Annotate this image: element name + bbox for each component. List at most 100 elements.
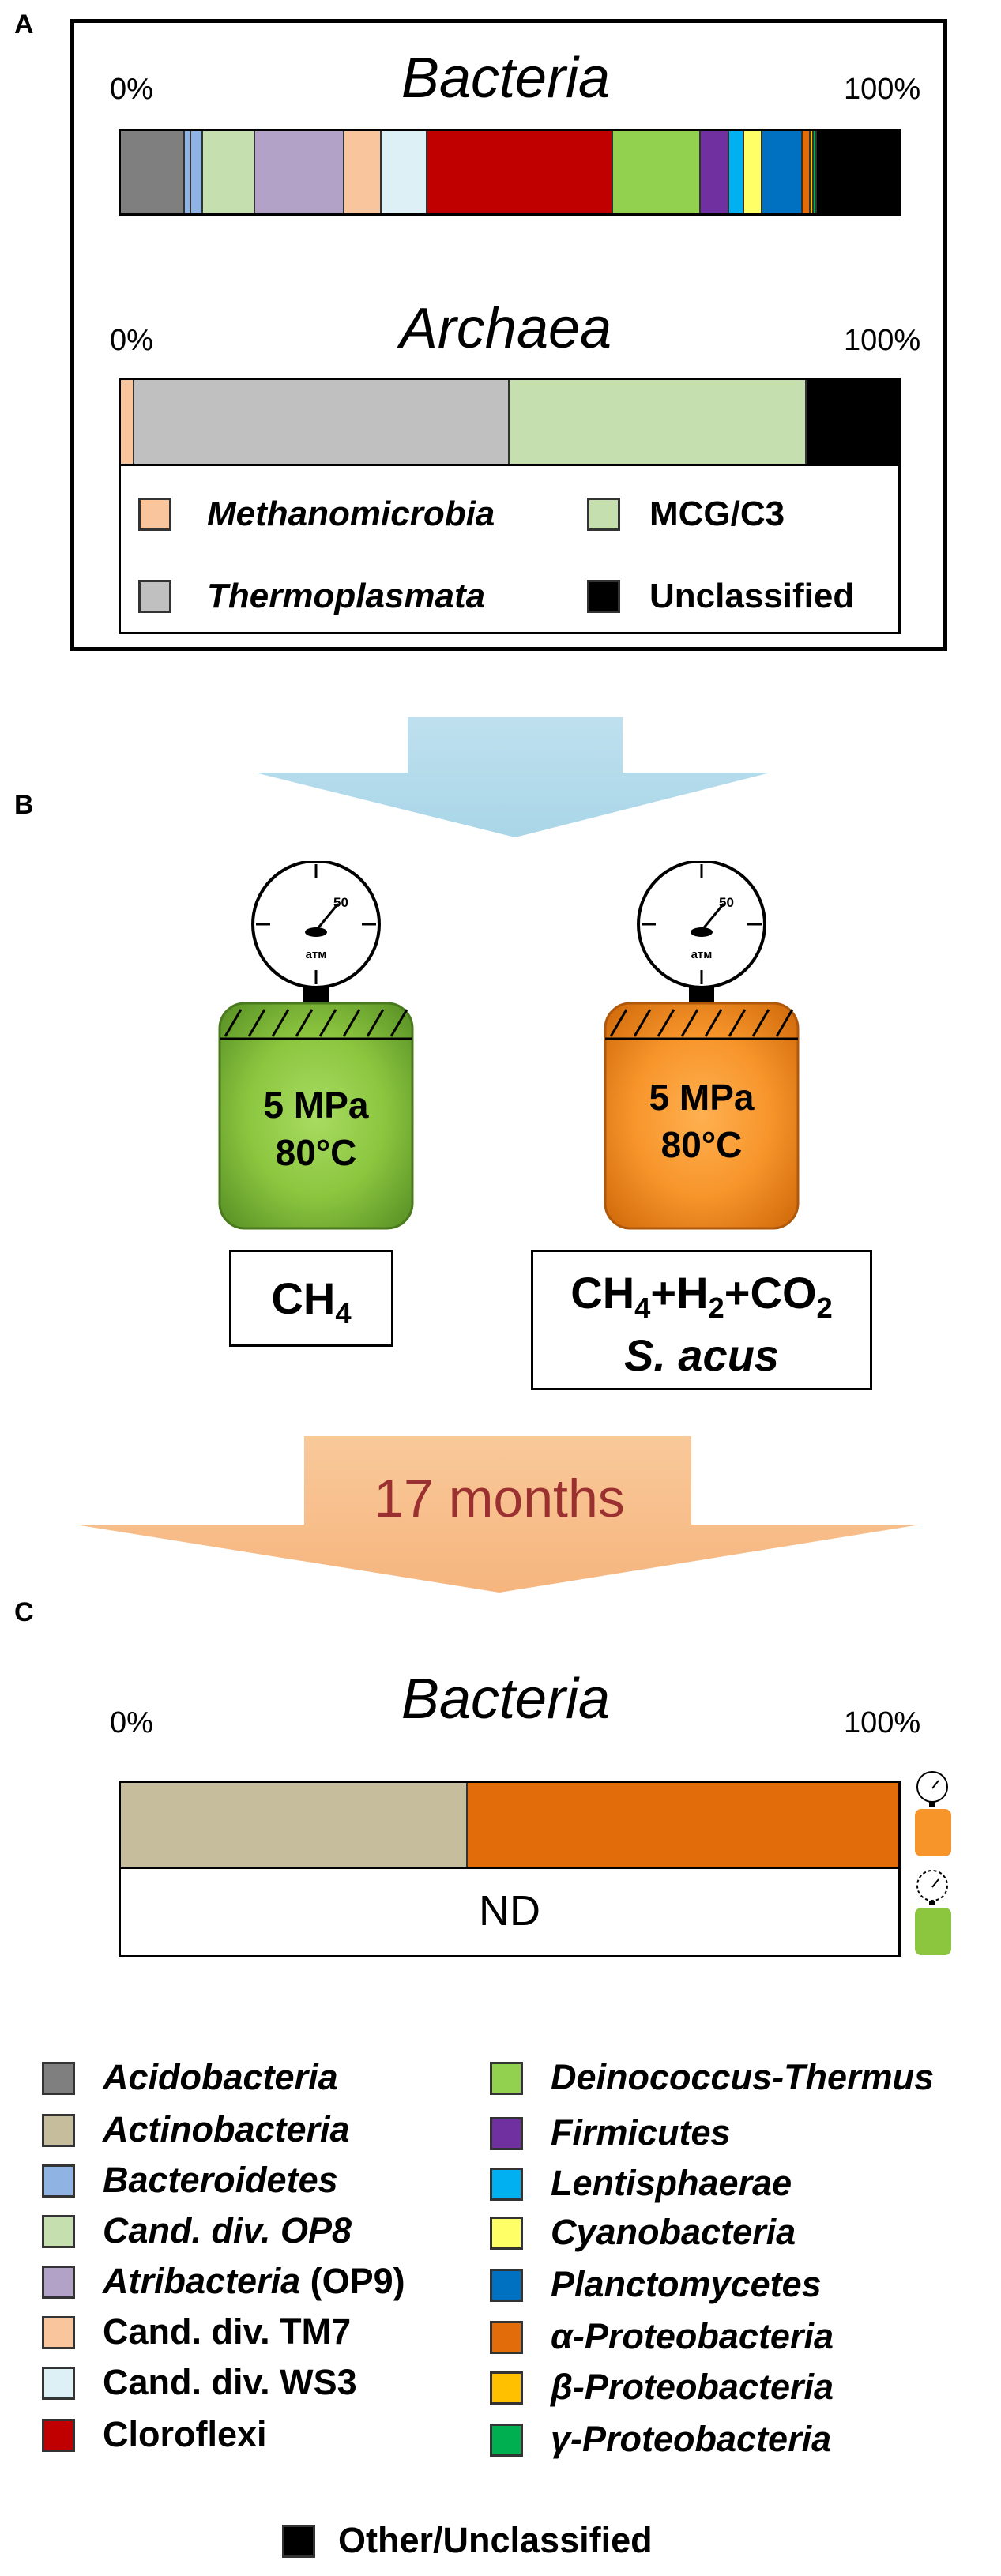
legend-label-thermoplasmata: Thermoplasmata	[207, 577, 486, 615]
svg-text:5 MPa: 5 MPa	[264, 1085, 369, 1126]
svg-text:17 months: 17 months	[374, 1469, 625, 1529]
legend-swatch-firmicutes	[490, 2117, 523, 2150]
legend-swatch-mcg	[587, 498, 620, 531]
bar-segment-firmicutes	[700, 131, 729, 213]
panel-c-stacked-bar	[119, 1781, 901, 1869]
legend-swatch-actinobacteria	[42, 2114, 75, 2147]
legend-label-gamma-proteobacteria: γ-Proteobacteria	[551, 2419, 832, 2459]
svg-text:атм: атм	[306, 948, 327, 961]
bar-segment-mcg-c3	[509, 380, 807, 464]
legend-label-unclassified: Unclassified	[649, 577, 855, 615]
bar-segment-cand-div-op8	[203, 131, 256, 213]
condition-label-ch4: CH4	[229, 1250, 393, 1347]
bar-segment-methanomicrobia	[121, 380, 134, 464]
bacteria-stacked-bar	[119, 129, 901, 216]
legend-swatch-acidobacteria	[42, 2062, 75, 2095]
legend-swatch-other	[282, 2525, 315, 2558]
bar-segment-cand-div-ws3	[382, 131, 428, 213]
panel-c-pct-max: 100%	[844, 1706, 921, 1739]
pressure-gauge-icon: 50 атм	[637, 861, 766, 1003]
archaea-pct-max: 100%	[844, 324, 921, 357]
legend-swatch-thermoplasmata	[138, 580, 171, 613]
legend-swatch-cand-div-tm7	[42, 2316, 75, 2349]
svg-text:атм: атм	[691, 948, 713, 961]
legend-label-beta-proteobacteria: β-Proteobacteria	[551, 2367, 834, 2407]
mini-reactor-orange-icon	[915, 1771, 951, 1856]
svg-text:50: 50	[719, 895, 734, 910]
svg-text:80°C: 80°C	[276, 1132, 357, 1173]
gas-label: CH4	[271, 1273, 352, 1330]
legend-label-alpha-proteobacteria: α-Proteobacteria	[551, 2316, 834, 2356]
bar-segment-lentisphaerae	[728, 131, 744, 213]
legend-label-bacteroidetes: Bacteroidetes	[103, 2160, 338, 2200]
reactor-orange: 5 MPa 80°C	[604, 1002, 800, 1230]
panel-label-c: C	[14, 1597, 34, 1627]
bacteria-pct-max: 100%	[844, 73, 921, 106]
bacteria-pct-min: 0%	[110, 73, 153, 106]
bar-segment-cand-div-tm7	[344, 131, 382, 213]
panel-label-a: A	[14, 9, 34, 39]
legend-label-other: Other/Unclassified	[338, 2520, 653, 2560]
bar-segment-bacteroidetes	[185, 131, 192, 213]
legend-label-cand-div-op8: Cand. div. OP8	[103, 2210, 352, 2251]
bar-segment-gamma-proteobacteria	[813, 131, 817, 213]
svg-text:80°C: 80°C	[661, 1124, 743, 1165]
legend-label-firmicutes: Firmicutes	[551, 2112, 731, 2153]
legend-swatch-deinococcus-thermus	[490, 2062, 523, 2095]
legend-swatch-cyanobacteria	[490, 2217, 523, 2250]
legend-swatch-lentisphaerae	[490, 2168, 523, 2201]
legend-label-atribacteria: Atribacteria (OP9)	[103, 2261, 405, 2301]
legend-label-deinococcus-thermus: Deinococcus-Thermus	[551, 2057, 935, 2097]
legend-label-cloroflexi: Cloroflexi	[103, 2414, 267, 2454]
legend-swatch-beta-proteobacteria	[490, 2371, 523, 2405]
mini-reactor-green-icon	[915, 1870, 951, 1955]
bar-segment-other-unclassified	[816, 131, 898, 213]
legend-label-cand-div-ws3: Cand. div. WS3	[103, 2362, 357, 2402]
legend-label-lentisphaerae: Lentisphaerae	[551, 2163, 792, 2203]
bar-segment-cloroflexi	[427, 131, 613, 213]
condition-label-mix: CH4+H2+CO2 S. acus	[531, 1250, 872, 1390]
panel-a-frame	[70, 19, 947, 651]
legend-label-actinobacteria: Actinobacteria	[103, 2109, 350, 2149]
reactor-illustrations: 50 атм 50 атм 5 MPa 80°C	[218, 861, 800, 1230]
legend-swatch-bacteroidetes	[42, 2164, 75, 2198]
bar-segment-alpha-proteobacteria	[467, 1783, 898, 1867]
bar-segment-atribacteria	[255, 131, 345, 213]
gas-mixture-label: CH4+H2+CO2	[570, 1268, 833, 1325]
legend-label-mcg: MCG/C3	[649, 495, 785, 533]
down-arrow-blue	[255, 717, 770, 837]
bar-segment-planctomycetes	[762, 131, 803, 213]
bar-segment-thermoplasmata	[134, 380, 510, 464]
bar-segment-alpha-proteobacteria	[802, 131, 811, 213]
nd-label: ND	[479, 1887, 540, 1935]
bar-segment-actinobacteria	[121, 1783, 468, 1867]
svg-text:5 MPa: 5 MPa	[649, 1077, 755, 1118]
archaea-pct-min: 0%	[110, 324, 153, 357]
bar-segment-deinococcus-thermus	[612, 131, 701, 213]
bar-segment-bacteroidetes	[191, 131, 204, 213]
legend-swatch-unclassified	[587, 580, 620, 613]
organism-label: S. acus	[623, 1330, 780, 1381]
svg-text:50: 50	[333, 895, 348, 910]
bar-segment-cyanobacteria	[743, 131, 762, 213]
legend-swatch-planctomycetes	[490, 2269, 523, 2302]
legend-label-cyanobacteria: Cyanobacteria	[551, 2212, 796, 2252]
legend-swatch-gamma-proteobacteria	[490, 2424, 523, 2457]
archaea-title: Archaea	[399, 297, 612, 360]
legend-label-acidobacteria: Acidobacteria	[103, 2057, 338, 2097]
legend-swatch-cand-div-ws3	[42, 2367, 75, 2400]
archaea-legend-box	[119, 466, 901, 634]
bar-segment-unclassified	[806, 380, 898, 464]
bacteria-title: Bacteria	[401, 47, 611, 110]
legend-swatch-alpha-proteobacteria	[490, 2321, 523, 2354]
legend-swatch-cand-div-op8	[42, 2215, 75, 2248]
panel-label-b: B	[14, 790, 34, 820]
nd-row: ND	[119, 1869, 901, 1957]
archaea-stacked-bar	[119, 378, 901, 466]
legend-swatch-atribacteria	[42, 2266, 75, 2299]
bar-segment-acidobacteria	[121, 131, 186, 213]
legend-label-methanomicrobia: Methanomicrobia	[207, 495, 495, 533]
reactor-green: 5 MPa 80°C	[218, 1002, 414, 1230]
legend-swatch-cloroflexi	[42, 2419, 75, 2452]
pressure-gauge-icon: 50 атм	[251, 861, 381, 1003]
